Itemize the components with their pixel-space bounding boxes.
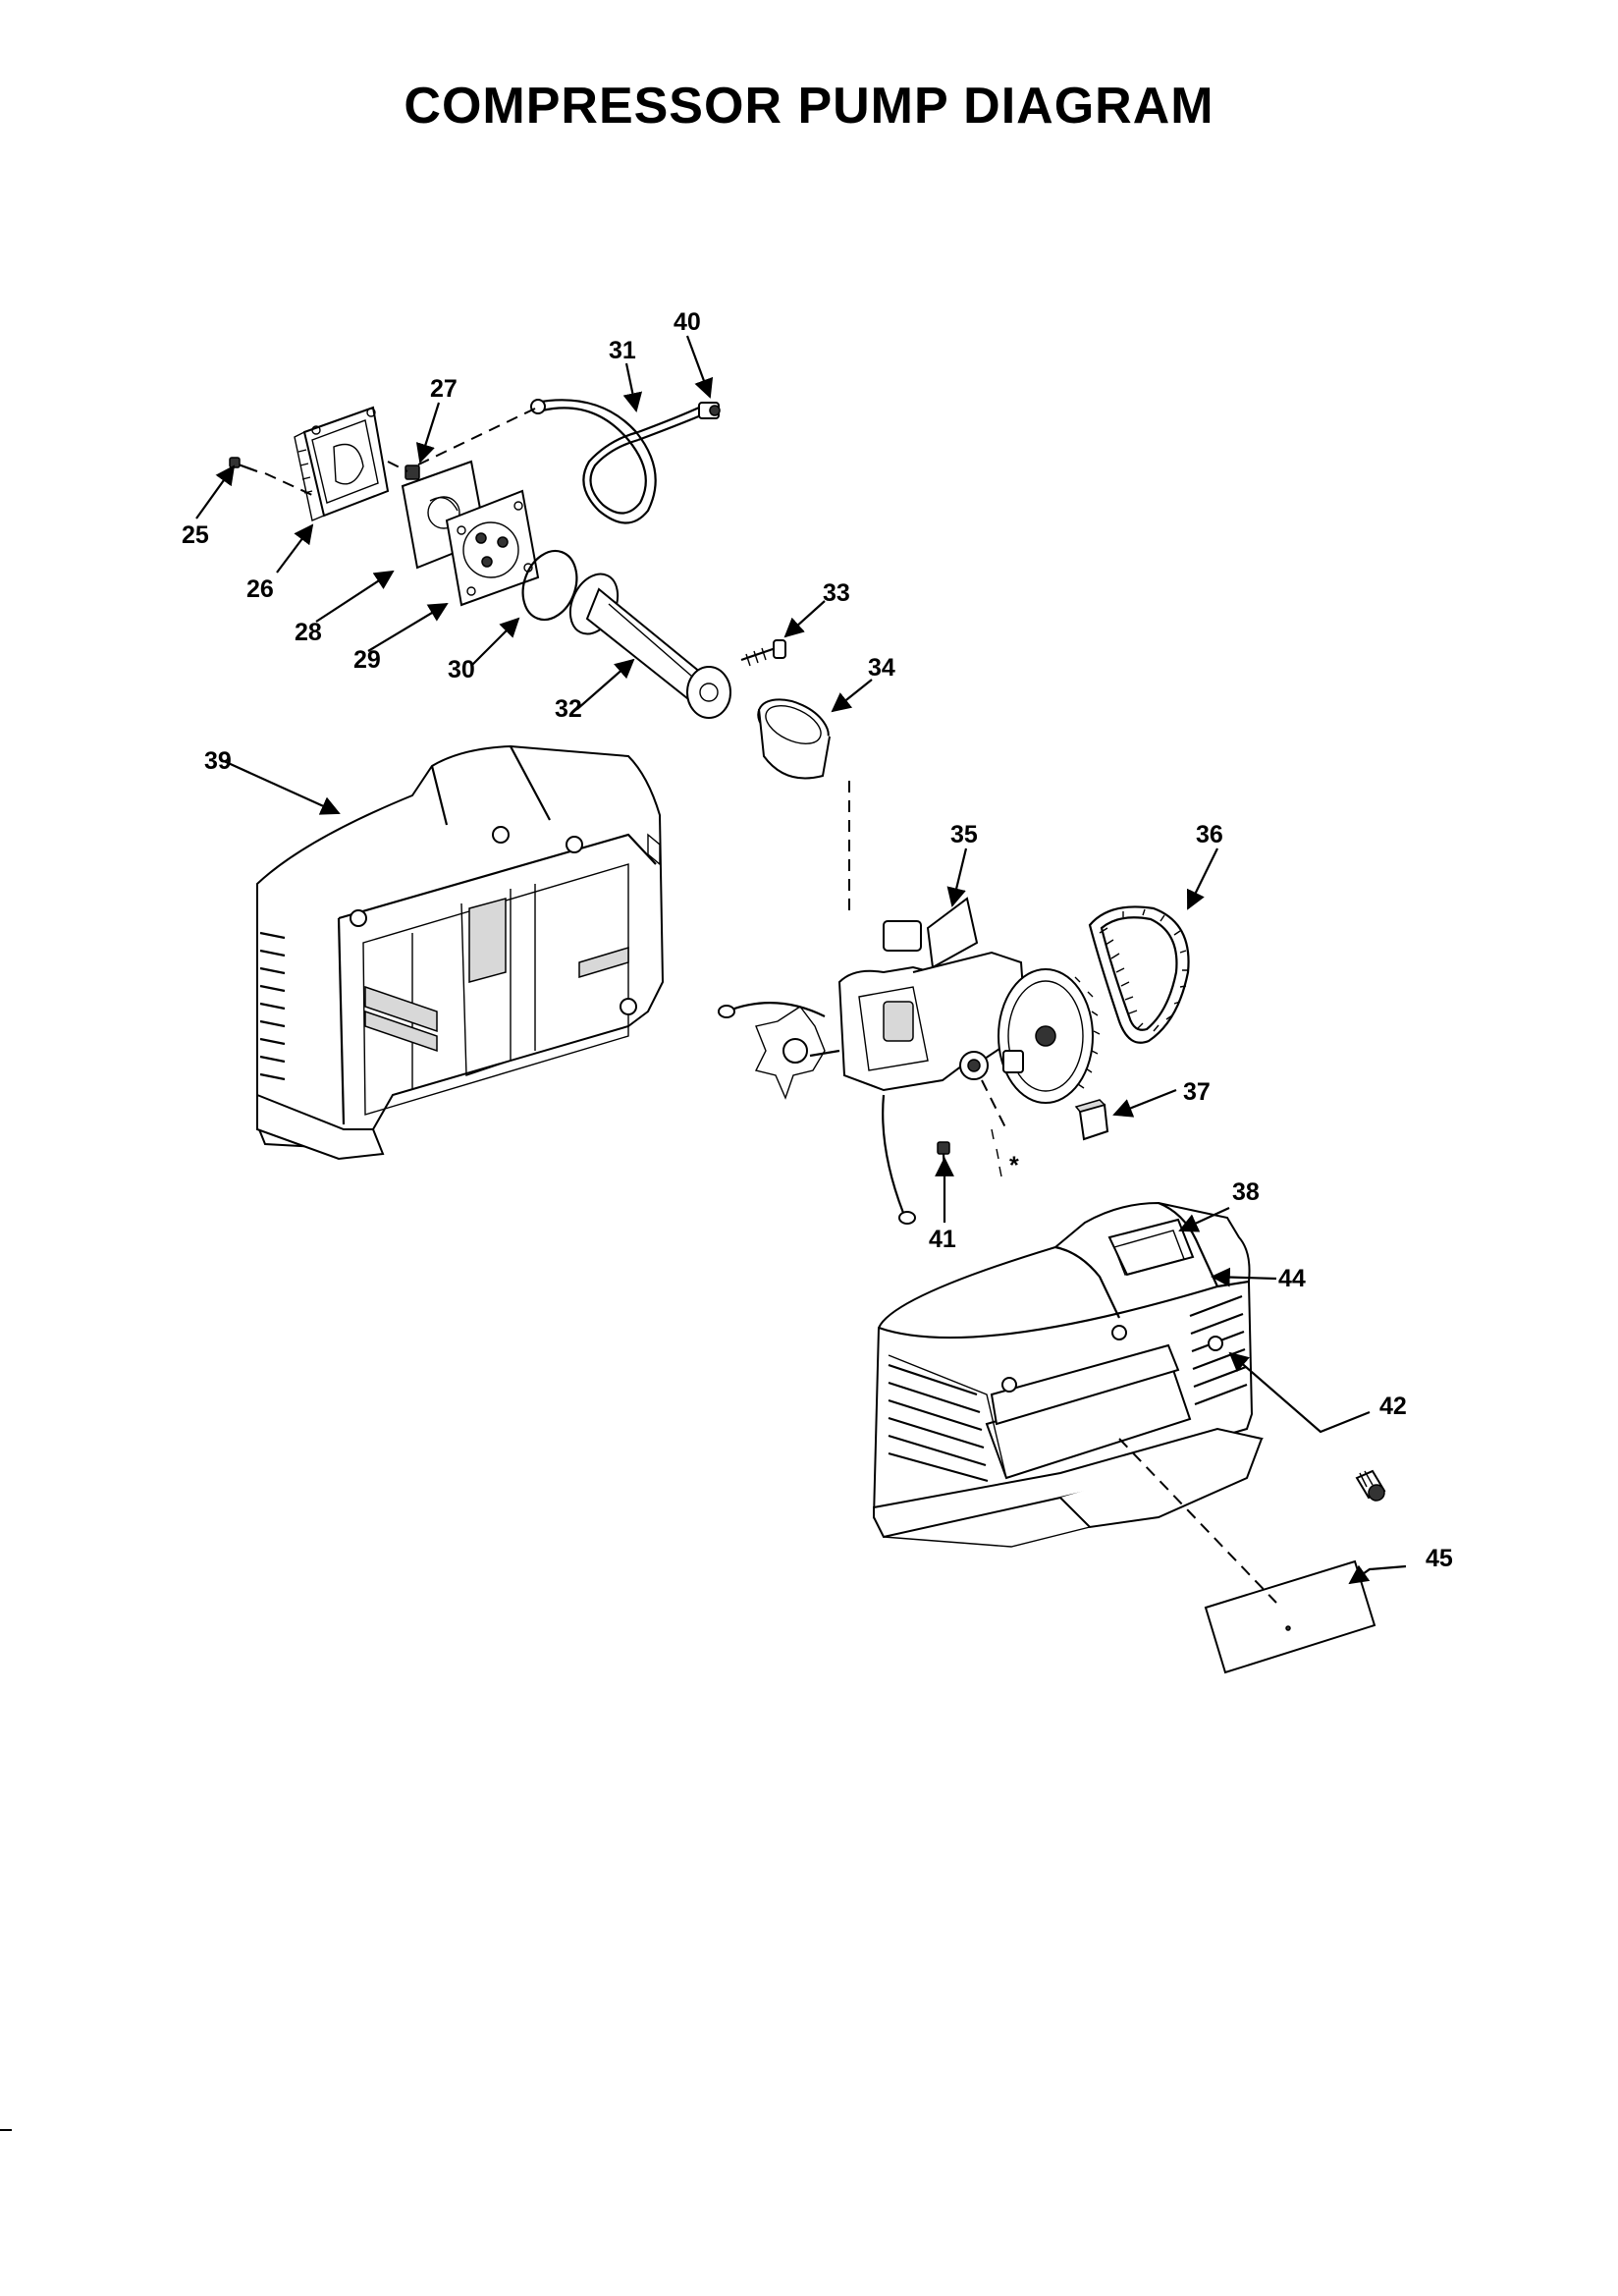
part-25-screw [229, 457, 258, 473]
part-32-connecting-rod [568, 573, 731, 719]
part-label-36: 36 [1196, 821, 1223, 848]
part-35-motor-assembly [718, 897, 1101, 1225]
part-label-38: 38 [1232, 1178, 1260, 1206]
part-label-40: 40 [674, 308, 701, 336]
part-label-33: 33 [823, 579, 850, 607]
part-label-29: 29 [353, 646, 381, 674]
part-40-tube-fitting [698, 402, 721, 419]
part-label-34: 34 [868, 654, 895, 682]
part-36-drive-belt [1088, 905, 1190, 1044]
part-number-labels: 40 31 27 25 26 28 29 30 32 33 34 39 35 3… [182, 308, 1453, 1572]
part-44-label [1113, 1230, 1185, 1276]
part-33-screw [740, 639, 786, 667]
part-label-26: 26 [246, 575, 274, 603]
part-label-35: 35 [950, 821, 978, 848]
part-37-block [1074, 1099, 1109, 1141]
part-26-cylinder-head [294, 406, 390, 521]
margin-mark [0, 2129, 12, 2131]
part-label-32: 32 [555, 695, 582, 723]
part-34-cylinder-sleeve [757, 698, 831, 780]
part-label-28: 28 [295, 619, 322, 646]
page-title: COMPRESSOR PUMP DIAGRAM [404, 78, 1214, 135]
part-label-31: 31 [609, 337, 636, 364]
leader-lines [195, 335, 1407, 1585]
part-29-valve-gasket [445, 489, 540, 607]
part-label-39: 39 [204, 747, 232, 775]
part-42-screw [1355, 1469, 1386, 1502]
part-label-42: 42 [1379, 1393, 1407, 1420]
part-39-rear-shroud [256, 744, 665, 1161]
part-label-25: 25 [182, 521, 209, 549]
asterisk-note: * [1009, 1152, 1019, 1179]
part-label-41: 41 [929, 1226, 956, 1253]
part-27-fitting [404, 465, 420, 480]
part-label-45: 45 [1426, 1545, 1453, 1572]
part-label-27: 27 [430, 375, 458, 403]
part-label-30: 30 [448, 656, 475, 683]
part-31-tube [530, 399, 702, 524]
part-45-label [1204, 1559, 1376, 1674]
part-label-37: 37 [1183, 1078, 1211, 1106]
part-label-44: 44 [1278, 1265, 1306, 1292]
part-38-front-shroud [872, 1201, 1264, 1548]
